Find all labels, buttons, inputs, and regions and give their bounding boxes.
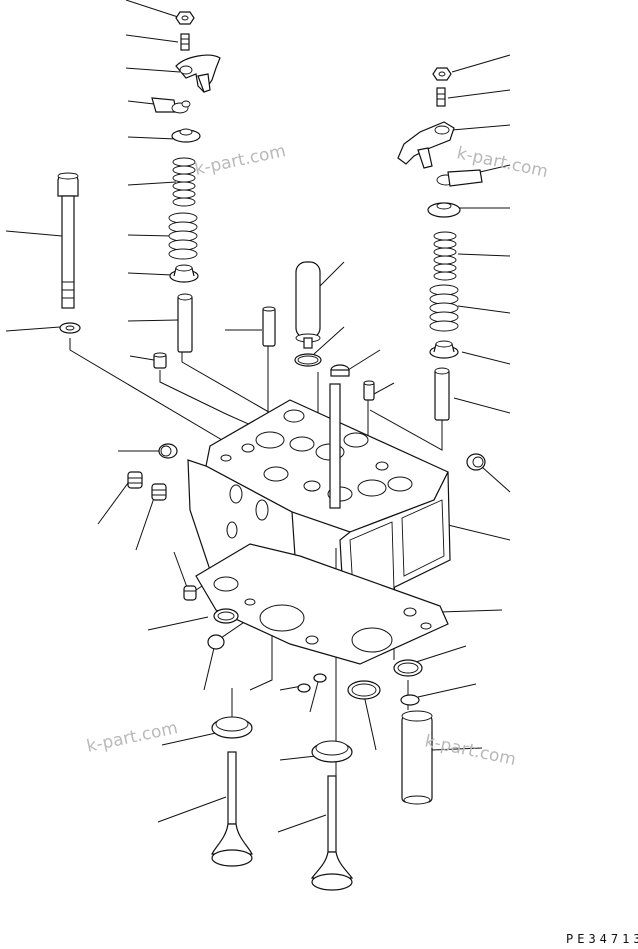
hex-nut-icon [175,11,195,25]
seal-ring-icon [213,608,239,624]
expansion-plug-icon [207,634,225,650]
intake-valve-icon [211,751,253,867]
watermark-text: k-part.com [85,718,180,757]
rocker-arm-icon [175,54,221,93]
seal-ring-icon [347,680,381,700]
inner-spring-icon [172,157,196,207]
valve-seat-insert-icon [211,716,253,739]
adjusting-screw-icon [180,33,190,51]
threaded-plug-icon [151,483,167,501]
valve-bridge-icon [436,169,483,187]
small-pin-icon [363,380,375,401]
adjusting-screw-icon [436,87,446,107]
threaded-plug-icon [127,471,143,489]
plug-icon [153,352,167,369]
watermark-text: k-part.com [423,731,518,770]
right-valve-train [397,67,483,421]
injector-sleeve-icon [401,710,433,805]
spring-seat-icon [429,340,459,359]
threaded-plug-icon [183,585,197,601]
drawing-code: PE34713 [566,932,638,946]
small-washer-icon [297,673,327,693]
o-ring-icon [393,659,423,677]
hex-nut-icon [432,67,452,81]
expansion-plug-icon [158,443,178,459]
valve-guide-icon [177,293,193,353]
washer-icon [59,322,81,334]
o-ring-icon [400,694,420,706]
left-valve-train [151,11,276,369]
head-gasket-icon [195,543,449,665]
valve-bridge-icon [151,97,191,114]
spring-seat-icon [169,264,199,283]
inner-spring-icon [433,231,457,281]
valve-guide-icon [434,367,450,421]
spring-retainer-icon [171,128,201,143]
outer-spring-icon [429,284,459,332]
injector-sleeve-icon [295,261,321,349]
dowel-cap-icon [330,364,350,377]
watermark-text: k-part.com [193,141,288,180]
o-ring-icon [294,353,322,367]
outer-spring-icon [168,212,198,260]
rocker-arm-icon [397,121,455,169]
push-rod-icon [262,306,276,347]
cylinder-head-icon [187,383,451,613]
valve-seat-insert-icon [311,740,353,763]
head-bolt-icon [57,172,79,309]
exhaust-valve-icon [310,775,354,891]
spring-retainer-icon [427,202,461,218]
expansion-plug-icon [466,453,486,471]
